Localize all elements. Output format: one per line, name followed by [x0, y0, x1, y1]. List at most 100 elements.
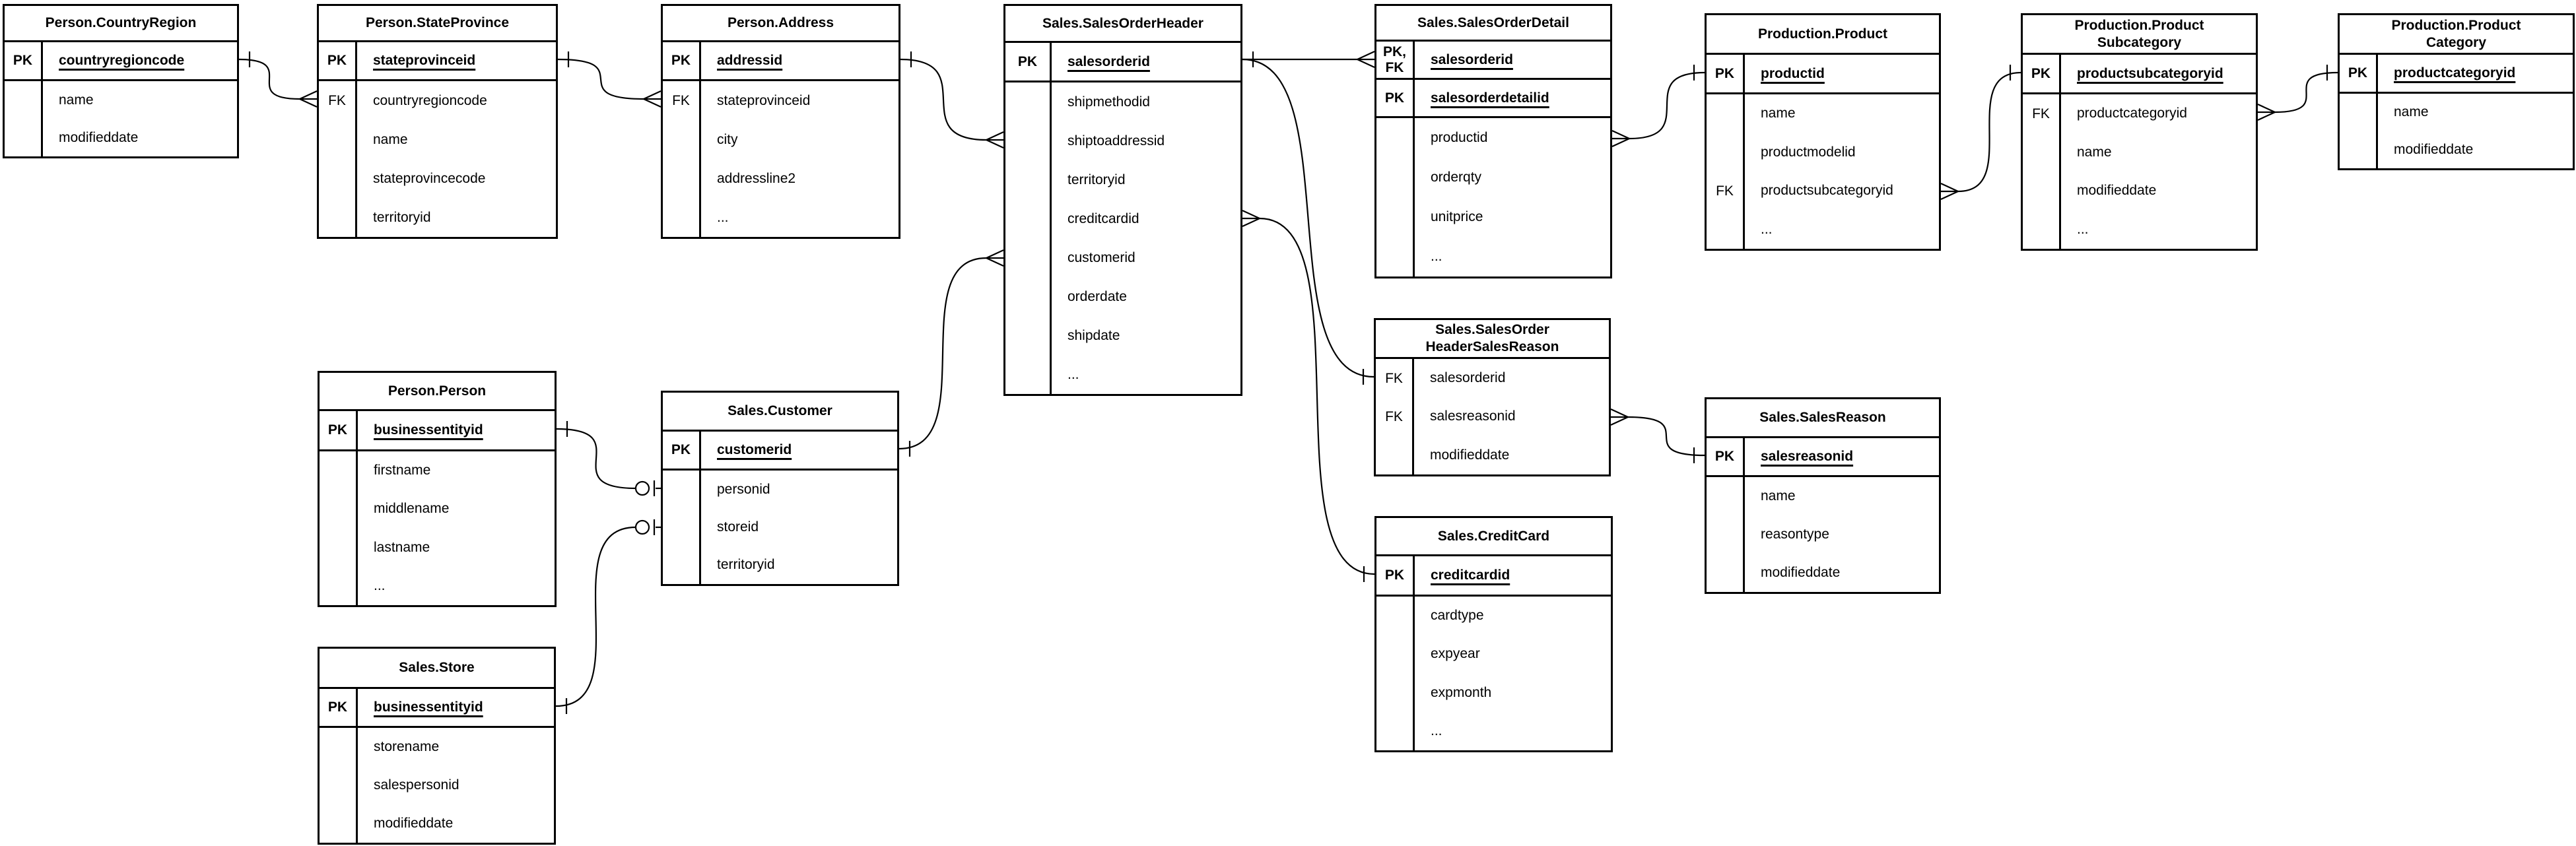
relationship-address-salesorderheader[interactable]: [900, 51, 1004, 148]
field-name: lastname: [374, 539, 430, 555]
relationship-stateprovince-address[interactable]: [557, 51, 661, 108]
field-name: city: [717, 131, 738, 147]
field-name: reasontype: [1761, 527, 1829, 542]
field-row: ...: [1376, 711, 1611, 750]
field-name: customerid: [1068, 249, 1135, 265]
relationship-product-productsubcategory[interactable]: [1940, 65, 2021, 200]
field-name: storename: [374, 739, 440, 754]
relationship-person-customer[interactable]: [556, 421, 661, 496]
field-name: expmonth: [1431, 684, 1492, 700]
field-tag: [2023, 172, 2061, 211]
field-name: territoryid: [1068, 172, 1126, 187]
field-name: orderqty: [1431, 170, 1482, 185]
relationship-salesorderheader-creditcard[interactable]: [1242, 210, 1375, 582]
field-name: shipmethodid: [1068, 94, 1150, 110]
key-tag: PK: [5, 42, 43, 79]
key-tag: PK: [1707, 438, 1745, 475]
relationship-productsubcategory-productcategory[interactable]: [2257, 65, 2338, 121]
field-row: customerid: [1005, 238, 1240, 277]
field-tag: [1376, 237, 1415, 277]
field-tag: [320, 566, 358, 605]
key-tag: PK: [1376, 556, 1415, 595]
field-row: name: [5, 81, 237, 119]
field-row: name: [1707, 477, 1939, 515]
field-name: modifieddate: [2394, 141, 2474, 157]
field-tag: [2340, 94, 2378, 131]
field-row: name: [2340, 94, 2573, 131]
field-tag: [663, 546, 701, 584]
relationship-salesorderheader-salesreasonjunction[interactable]: [1242, 58, 1374, 385]
field-name: salesorderdetailid: [1431, 90, 1549, 106]
field-tag: FK: [1376, 397, 1414, 436]
relationship-customer-salesorderheader[interactable]: [898, 249, 1004, 457]
entity-title: Sales.SalesReason: [1707, 399, 1939, 438]
field-row: ...: [1707, 210, 1939, 249]
field-row: expmonth: [1376, 673, 1611, 712]
field-row: personid: [663, 471, 897, 509]
field-tag: FK: [1376, 359, 1414, 398]
attribute-rows: name reasontype modifieddate: [1707, 477, 1939, 592]
relationship-store-customer[interactable]: [555, 519, 661, 714]
field-row: reasontype: [1707, 515, 1939, 554]
field-name: shiptoaddressid: [1068, 133, 1165, 148]
relationship-countryregion-stateprovince[interactable]: [238, 51, 318, 108]
field-name: addressid: [717, 53, 783, 68]
field-name: stateprovinceid: [373, 53, 476, 68]
field-tag: [319, 159, 357, 198]
field-row: ...: [1376, 237, 1610, 277]
field-row: creditcardid: [1005, 199, 1240, 238]
field-tag: [1707, 515, 1745, 554]
field-name: name: [2077, 144, 2112, 160]
field-name: addressline2: [717, 170, 796, 186]
field-name: productid: [1431, 130, 1488, 145]
field-tag: [1707, 94, 1745, 133]
field-name: orderdate: [1068, 288, 1127, 304]
relationship-salesorderdetail-product[interactable]: [1611, 65, 1705, 147]
field-tag: [1376, 118, 1415, 158]
key-tag: PK: [1707, 55, 1745, 92]
field-name: creditcardid: [1431, 568, 1510, 583]
attribute-rows: name modifieddate: [2340, 94, 2573, 168]
entity-title: Sales.Customer: [663, 393, 897, 432]
field-name: productsubcategoryid: [2077, 65, 2223, 81]
field-name: salesorderid: [1068, 53, 1150, 69]
key-tag: PK: [2340, 55, 2378, 92]
field-name: modifieddate: [1761, 565, 1841, 580]
field-row: salespersonid: [320, 766, 554, 804]
entity-title: Sales.Store: [320, 649, 554, 689]
field-name: personid: [717, 481, 770, 497]
entity-title: Person.StateProvince: [319, 6, 556, 42]
relationship-salesreasonjunction-salesreason[interactable]: [1610, 408, 1705, 463]
field-name: ...: [1761, 221, 1773, 237]
relationship-salesorderheader-salesorderdetail[interactable]: [1242, 51, 1375, 68]
field-tag: [320, 728, 358, 766]
field-name: modifieddate: [59, 129, 139, 145]
field-tag: [663, 508, 701, 546]
entity-title: Person.Address: [663, 6, 898, 42]
field-name: expyear: [1431, 646, 1480, 662]
field-name: ...: [717, 209, 729, 225]
